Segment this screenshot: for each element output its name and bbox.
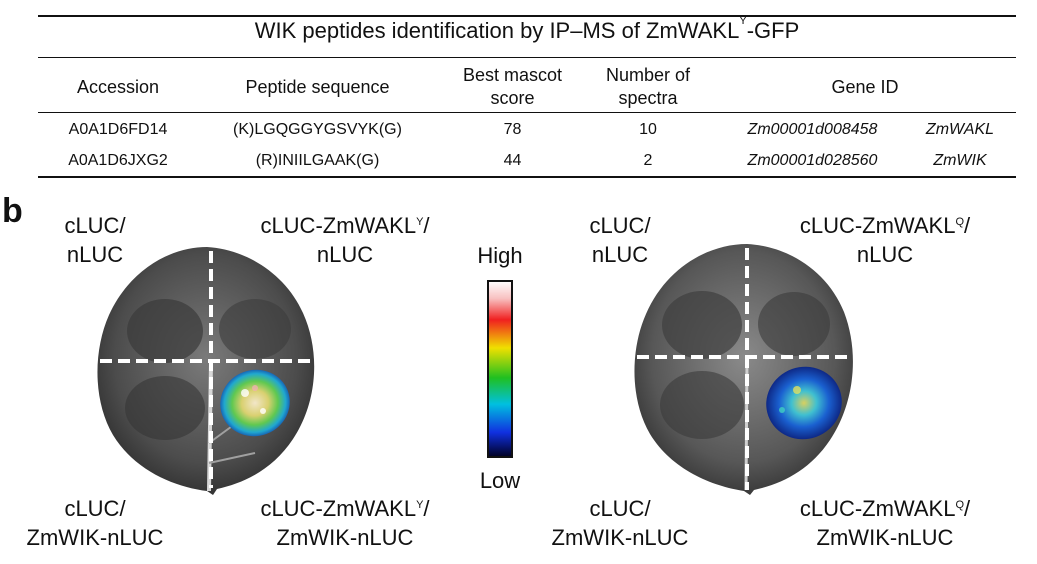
left-label-top-left: cLUC/nLUC	[64, 213, 126, 267]
row2-peptide: (R)INIILGAAK(G)	[255, 152, 380, 169]
row2-score: 44	[503, 152, 522, 169]
table-top-rule	[38, 15, 1016, 17]
header-accession: Accession	[76, 77, 160, 97]
row2-accession: A0A1D6JXG2	[68, 152, 168, 169]
right-label-top-right: cLUC-ZmWAKLQ/ nLUC	[799, 213, 971, 267]
table-bottom-rule	[38, 176, 1016, 178]
table-title-rule	[38, 57, 1016, 58]
row1-accession: A0A1D6FD14	[68, 121, 168, 138]
row1-gene-id: Zm00001d008458	[747, 121, 878, 138]
colorbar	[487, 280, 513, 458]
left-label-top-right: cLUC-ZmWAKLY/ nLUC	[260, 213, 430, 267]
row1-gene-name: ZmWAKL	[925, 121, 995, 138]
colorbar-low-label: Low	[479, 468, 521, 493]
right-label-bottom-right: cLUC-ZmWAKLQ/ ZmWIK-nLUC	[799, 496, 971, 550]
right-label-bottom-left: cLUC/ZmWIK-nLUC	[551, 496, 689, 550]
left-leaf-image	[97, 247, 320, 495]
panel-b-letter: b	[2, 192, 23, 230]
right-label-top-left: cLUC/nLUC	[589, 213, 651, 267]
row1-score: 78	[503, 121, 522, 138]
header-gene: Gene ID	[831, 77, 899, 97]
row1-peptide: (K)LGQGGYGSVYK(G)	[233, 121, 402, 138]
right-leaf-image	[634, 244, 860, 495]
row2-spectra: 2	[643, 152, 653, 169]
row2-gene-id: Zm00001d028560	[747, 152, 878, 169]
table-header-rule	[38, 112, 1016, 113]
left-label-bottom-left: cLUC/ZmWIK-nLUC	[26, 496, 164, 550]
colorbar-high-label: High	[477, 243, 523, 268]
table-title: WIK peptides identification by IP–MS of …	[254, 15, 800, 43]
left-label-bottom-right: cLUC-ZmWAKLY/ ZmWIK-nLUC	[260, 496, 430, 550]
row1-spectra: 10	[639, 121, 657, 138]
header-peptide: Peptide sequence	[245, 77, 390, 97]
row2-gene-name: ZmWIK	[933, 152, 987, 169]
